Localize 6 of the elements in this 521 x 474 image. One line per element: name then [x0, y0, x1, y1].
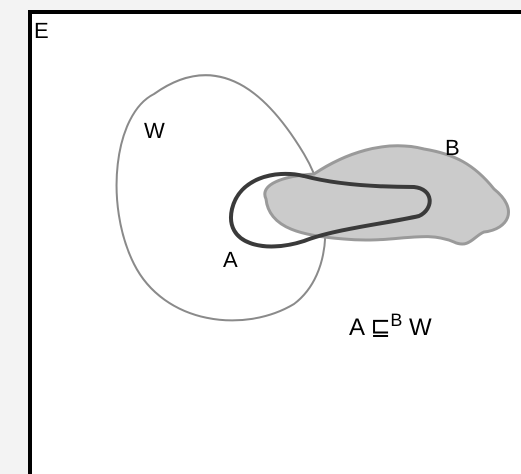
formula-text: A ⊑$^{B}$ W — [349, 316, 432, 340]
region-label: A — [223, 249, 238, 271]
frame-label: E — [34, 20, 49, 42]
region-label: W — [144, 120, 165, 142]
region-label: B — [445, 137, 460, 159]
frame-box — [28, 10, 521, 474]
